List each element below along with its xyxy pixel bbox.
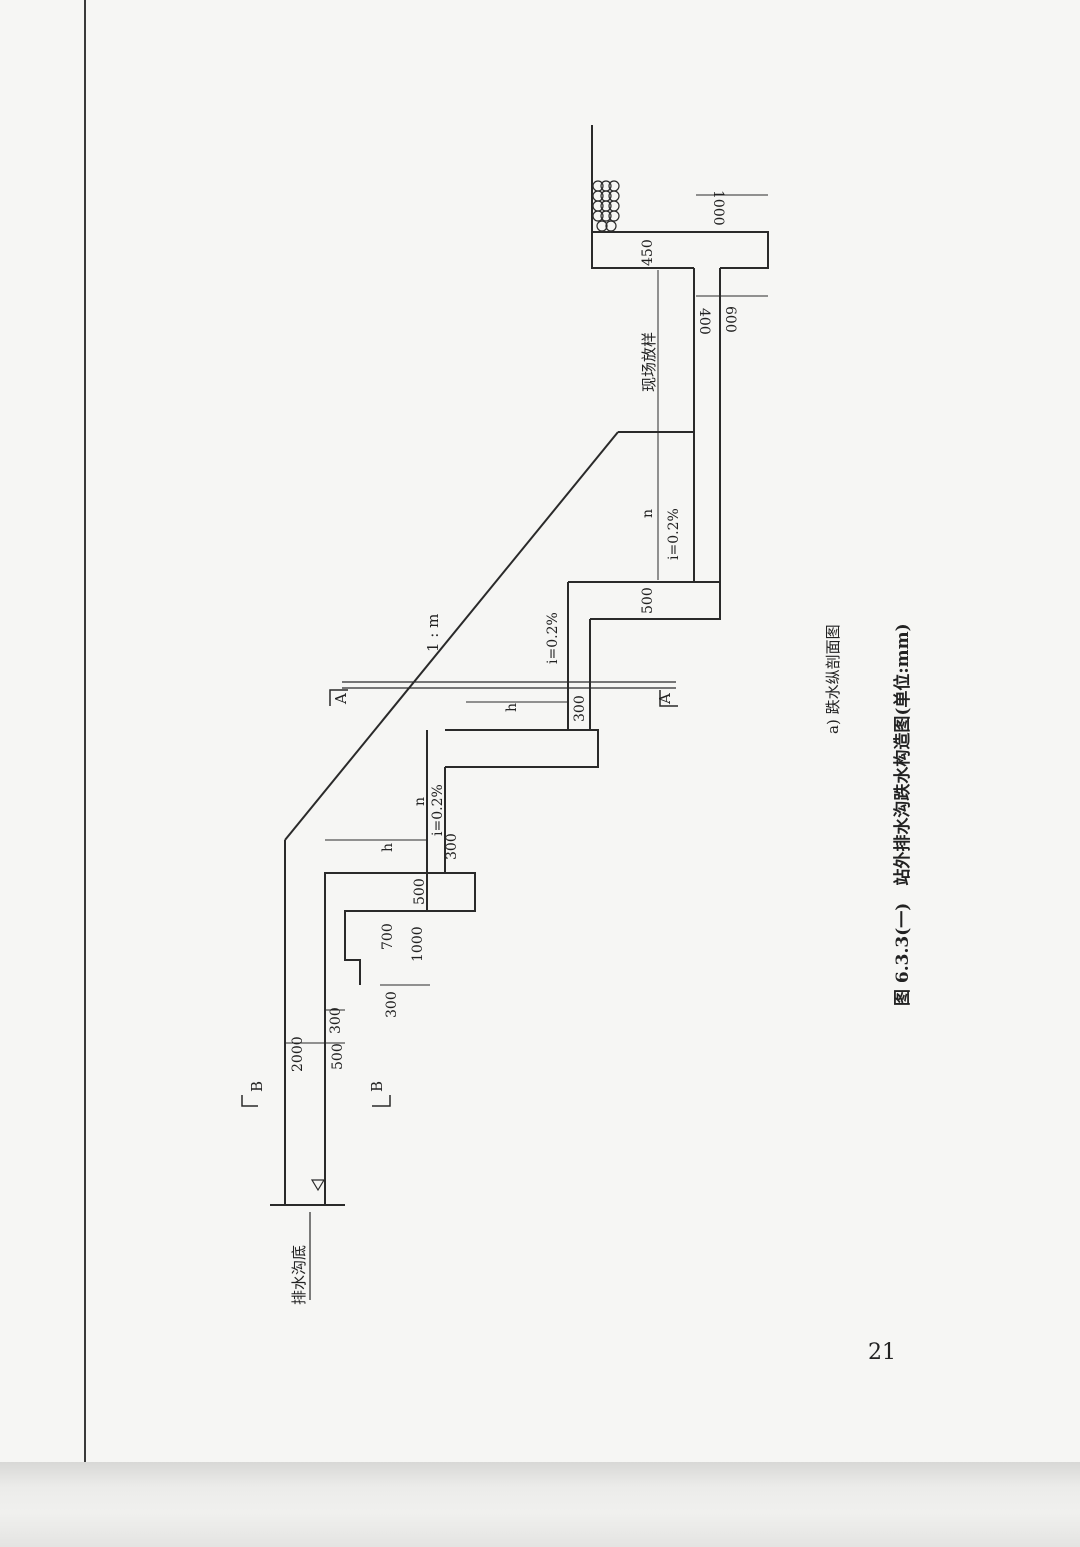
elevation-marker bbox=[310, 1179, 326, 1192]
third-step-block bbox=[568, 581, 721, 620]
dim-2000: 2000 bbox=[290, 1036, 306, 1072]
dim-300-step2: 300 bbox=[572, 695, 588, 722]
section-a-label-right: A bbox=[656, 693, 674, 705]
section-a-label-left: A bbox=[332, 693, 350, 705]
section-b-mark-right bbox=[372, 1095, 391, 1107]
dim-n-step3: n bbox=[640, 509, 656, 518]
dim-300-step1: 300 bbox=[444, 833, 460, 860]
dim-300-base: 300 bbox=[328, 1007, 344, 1034]
second-step-block bbox=[445, 729, 599, 768]
dim-450: 450 bbox=[640, 239, 656, 266]
section-b-label-right: B bbox=[368, 1081, 386, 1092]
page-number: 21 bbox=[868, 1340, 896, 1365]
ditch-bottom-label: 排水沟底 bbox=[290, 1245, 308, 1305]
figure-caption: 图 6.3.3(一) 站外排水沟跌水构造图(单位:mm) bbox=[892, 623, 913, 1006]
dimension-lines bbox=[285, 194, 768, 1044]
structure-outline bbox=[241, 125, 769, 1300]
subfigure-caption: a) 跌水纵剖面图 bbox=[824, 624, 842, 734]
dim-1000-step: 1000 bbox=[410, 926, 426, 962]
dim-500-base: 500 bbox=[330, 1043, 346, 1070]
dim-n-step1: n bbox=[412, 797, 428, 806]
section-a-mark-right bbox=[659, 690, 678, 707]
field-layout-label: 现场放样 bbox=[640, 332, 658, 392]
dim-400: 400 bbox=[696, 308, 712, 335]
slope-i-step3: i=0.2% bbox=[666, 508, 682, 560]
dim-1000-top: 1000 bbox=[710, 190, 726, 226]
riprap-stones bbox=[592, 180, 620, 232]
dim-300-side: 300 bbox=[384, 991, 400, 1018]
slope-i-step2: i=0.2% bbox=[545, 612, 561, 664]
slope-line bbox=[284, 431, 619, 841]
section-b-mark-left bbox=[241, 1095, 258, 1107]
section-b-label-left: B bbox=[248, 1081, 266, 1092]
slope-ratio-label: 1 : m bbox=[424, 614, 442, 652]
page-binding-edge bbox=[84, 0, 86, 1465]
dim-h-step2: h bbox=[504, 703, 520, 712]
dim-600: 600 bbox=[722, 306, 738, 333]
first-step-block bbox=[324, 872, 476, 985]
dim-500-step1: 500 bbox=[412, 878, 428, 905]
dim-700: 700 bbox=[380, 923, 396, 950]
top-cap-block bbox=[591, 231, 769, 269]
page-bottom-shadow bbox=[0, 1462, 1080, 1547]
drawing-annotations: 排水沟底 B B A A 1 : m 现场放样 2000 500 300 300… bbox=[248, 190, 913, 1305]
section-a-mark-left bbox=[329, 689, 348, 706]
slope-i-step1: i=0.2% bbox=[430, 784, 446, 836]
dim-500-step3: 500 bbox=[640, 587, 656, 614]
dim-h-step1: h bbox=[380, 843, 396, 852]
